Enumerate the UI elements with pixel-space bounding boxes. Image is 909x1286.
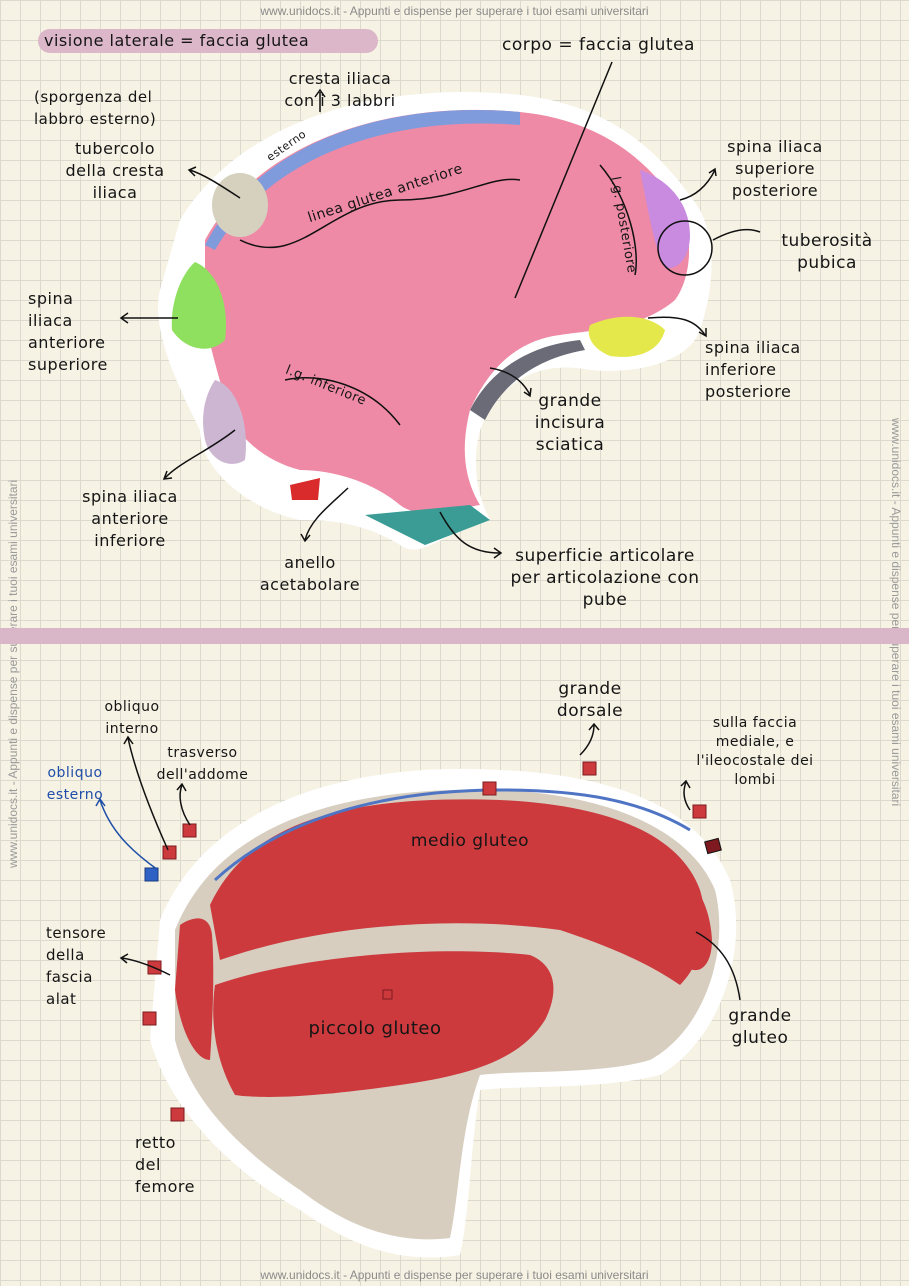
label-spina-ant-inf: spina iliaca anteriore inferiore <box>82 487 178 550</box>
label-spina-sup-post: spina iliaca superiore posteriore <box>727 137 823 200</box>
gluteal-line-posterior <box>599 164 637 276</box>
watermark-bottom: www.unidocs.it - Appunti e dispense per … <box>260 1268 649 1282</box>
gluteal-line-anterior <box>239 178 521 249</box>
label-tubercolo: tubercolo della cresta iliaca <box>65 139 165 202</box>
bottom-arrows <box>119 722 741 1001</box>
gluteal-line-inferior <box>284 377 401 426</box>
obliquo-esterno-pin <box>144 867 159 882</box>
anterior-superior-spine <box>171 262 226 349</box>
label-grande-incisura: grande incisura sciatica <box>534 391 606 455</box>
title-highlight <box>38 29 378 53</box>
iliac-tubercle <box>212 173 268 237</box>
top-arrows <box>119 88 761 559</box>
label-corpo: corpo = faccia glutea <box>502 35 695 55</box>
hip-bone-body <box>204 109 690 513</box>
label-tensore: tensore della fascia alat <box>46 924 107 1008</box>
muscle-pins <box>142 761 707 1122</box>
corpo-pointer <box>514 61 613 299</box>
obliquo-esterno-arrow <box>95 797 159 871</box>
label-grande-gluteo: grande gluteo <box>728 1006 792 1048</box>
label-trasverso: trasverso dell'addome <box>156 745 249 783</box>
medio-gluteo <box>210 799 705 985</box>
iliac-crest-strip <box>205 109 520 250</box>
piccolo-gluteo <box>213 951 554 1097</box>
label-anello-acetabolare: anello acetabolare <box>259 553 361 594</box>
ileocostale-pin <box>704 837 722 855</box>
label-faccia-mediale: sulla faccia mediale, e l'ileocostale de… <box>696 715 814 788</box>
tuberosity-circle <box>657 220 713 276</box>
page-title: visione laterale = faccia glutea <box>44 31 310 50</box>
section-divider <box>0 628 909 644</box>
grande-gluteo-region <box>660 860 712 971</box>
label-tuberosita-pubica: tuberosità pubica <box>781 231 873 273</box>
label-spina-inf-post: spina iliaca inferiore posteriore <box>705 338 801 401</box>
label-obliquo-interno: obliquo interno <box>104 699 160 737</box>
anterior-inferior-spine <box>203 380 246 464</box>
acetabulum <box>290 478 320 500</box>
posterior-inferior-spine <box>588 316 665 357</box>
label-superficie-articolare: superficie articolare per articolazione … <box>510 546 700 610</box>
label-obliquo-esterno: obliquo esterno <box>46 765 104 803</box>
label-sporgenza: (sporgenza del labbro esterno) <box>34 88 157 128</box>
label-cresta-iliaca: cresta iliaca con i 3 labbri <box>284 69 396 110</box>
label-piccolo-gluteo: piccolo gluteo <box>308 1018 442 1039</box>
tensore-region <box>175 918 214 1060</box>
label-spina-ant-sup: spina iliaca anteriore superiore <box>28 289 108 374</box>
posterior-superior-spine <box>640 170 690 269</box>
label-medio-gluteo: medio gluteo <box>410 831 530 851</box>
watermark-top: www.unidocs.it - Appunti e dispense per … <box>260 4 649 18</box>
sciatic-notch-shadow <box>470 340 585 420</box>
pubic-articular-surface <box>365 505 490 545</box>
label-retto-femore: retto del femore <box>135 1133 195 1196</box>
label-grande-dorsale: grande dorsale <box>556 679 624 721</box>
